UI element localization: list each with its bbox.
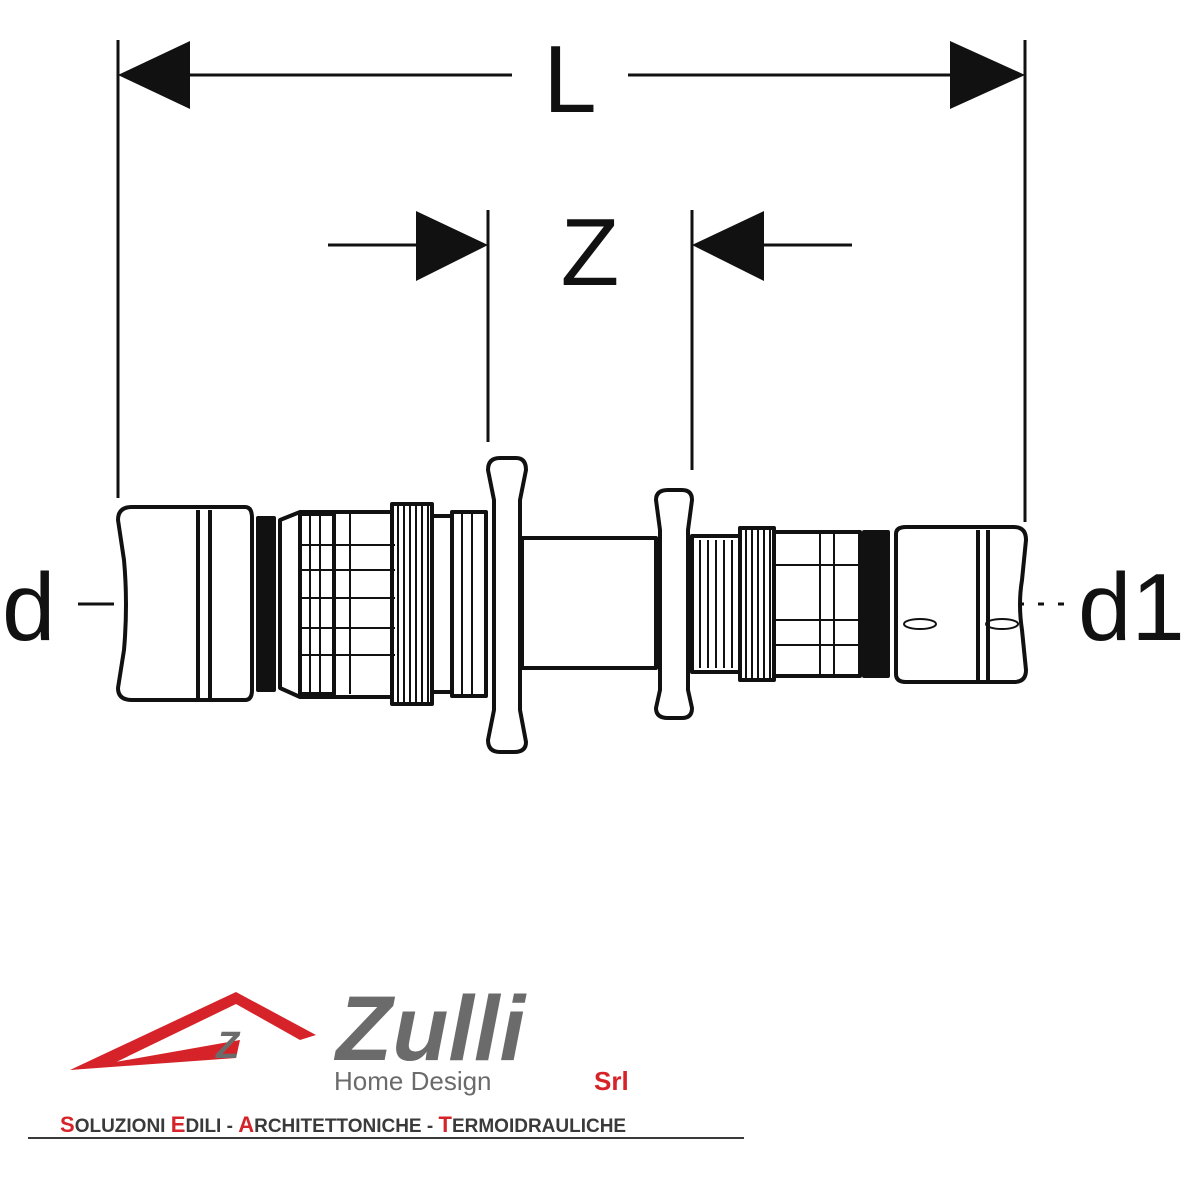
arrowhead-z-left-icon [416, 211, 488, 281]
dimension-l [116, 40, 1027, 522]
dimension-z [328, 210, 852, 470]
fitting-body [116, 456, 1028, 754]
logo-subtitle: Home Design [334, 1066, 492, 1096]
arrowhead-right-icon [950, 41, 1025, 109]
left-sleeve [116, 505, 254, 702]
left-oring [256, 516, 276, 692]
center-collar-small [654, 488, 694, 720]
right-sleeve [894, 525, 1028, 684]
knurl-details [300, 506, 1019, 702]
label-d1: d1 [1078, 554, 1184, 661]
right-oring [862, 530, 890, 678]
logo-slogan: SOLUZIONI EDILI - ARCHITETTONICHE - TERM… [60, 1112, 626, 1137]
label-l: L [543, 26, 596, 133]
label-z: Z [561, 199, 620, 306]
logo-badge-letter: Z [215, 1025, 241, 1067]
logo-suffix: Srl [594, 1066, 629, 1096]
arrowhead-z-right-icon [692, 211, 764, 281]
center-collar-large [486, 456, 528, 754]
company-logo: Z Zulli Home Design Srl SOLUZIONI EDILI … [28, 978, 744, 1139]
roof-icon [70, 992, 316, 1070]
left-grip-ring [278, 510, 397, 699]
arrowhead-left-icon [118, 41, 190, 109]
center-tube [520, 536, 658, 670]
label-d: d [2, 554, 55, 661]
logo-brand: Zulli [333, 978, 528, 1080]
right-grip-ring [772, 530, 862, 678]
